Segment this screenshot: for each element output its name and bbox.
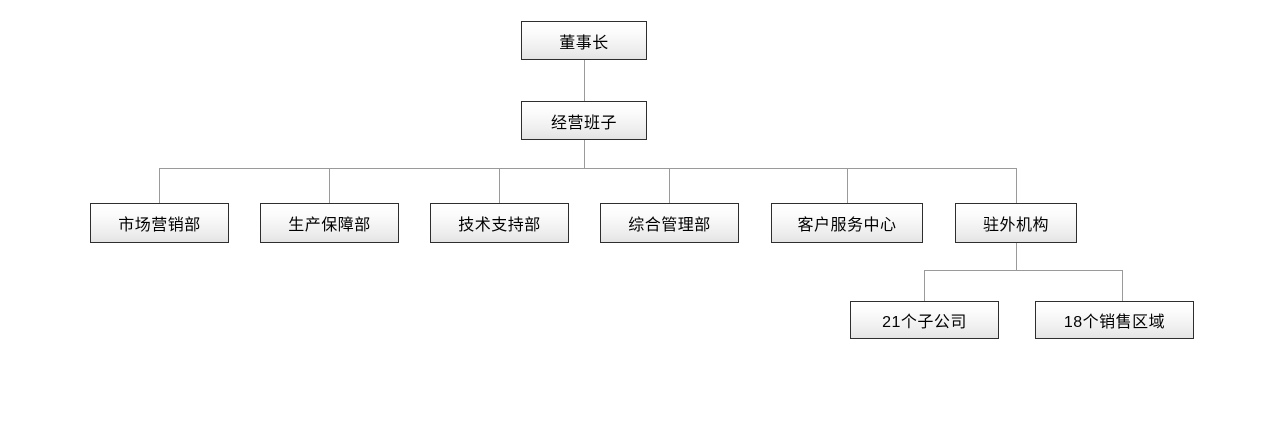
- node-chairman[interactable]: 董事长: [521, 21, 647, 60]
- node-subsidiaries[interactable]: 21个子公司: [850, 301, 999, 339]
- connector-field-offices-stem: [1016, 243, 1017, 271]
- connector-subsidiary-bus: [924, 270, 1122, 271]
- connector-drop-tech-support: [499, 168, 500, 203]
- node-tech-support[interactable]: 技术支持部: [430, 203, 569, 243]
- connector-department-bus: [159, 168, 1017, 169]
- connector-drop-admin: [669, 168, 670, 203]
- connector-drop-subsidiaries: [924, 270, 925, 301]
- node-production-label: 生产保障部: [288, 217, 371, 234]
- node-management[interactable]: 经营班子: [521, 101, 647, 140]
- node-field-offices-label: 驻外机构: [982, 217, 1049, 234]
- node-management-label: 经营班子: [550, 114, 617, 132]
- connector-management-stem: [584, 140, 585, 168]
- node-marketing[interactable]: 市场营销部: [90, 203, 229, 243]
- node-sales-regions[interactable]: 18个销售区域: [1035, 301, 1194, 339]
- node-sales-regions-label: 18个销售区域: [1063, 314, 1166, 331]
- connector-drop-field-offices: [1016, 168, 1017, 203]
- node-admin-label: 综合管理部: [628, 217, 711, 234]
- node-customer-service[interactable]: 客户服务中心: [771, 203, 923, 243]
- node-admin[interactable]: 综合管理部: [600, 203, 739, 243]
- connector-drop-sales-regions: [1122, 270, 1123, 301]
- node-tech-support-label: 技术支持部: [458, 217, 541, 234]
- connector-drop-marketing: [159, 168, 160, 203]
- node-subsidiaries-label: 21个子公司: [882, 314, 967, 331]
- node-production[interactable]: 生产保障部: [260, 203, 399, 243]
- node-marketing-label: 市场营销部: [118, 217, 201, 234]
- node-field-offices[interactable]: 驻外机构: [955, 203, 1077, 243]
- connector-drop-customer: [847, 168, 848, 203]
- connector-drop-production: [329, 168, 330, 203]
- connector-chairman-to-management: [584, 60, 585, 101]
- node-customer-service-label: 客户服务中心: [797, 217, 897, 234]
- node-chairman-label: 董事长: [559, 34, 609, 52]
